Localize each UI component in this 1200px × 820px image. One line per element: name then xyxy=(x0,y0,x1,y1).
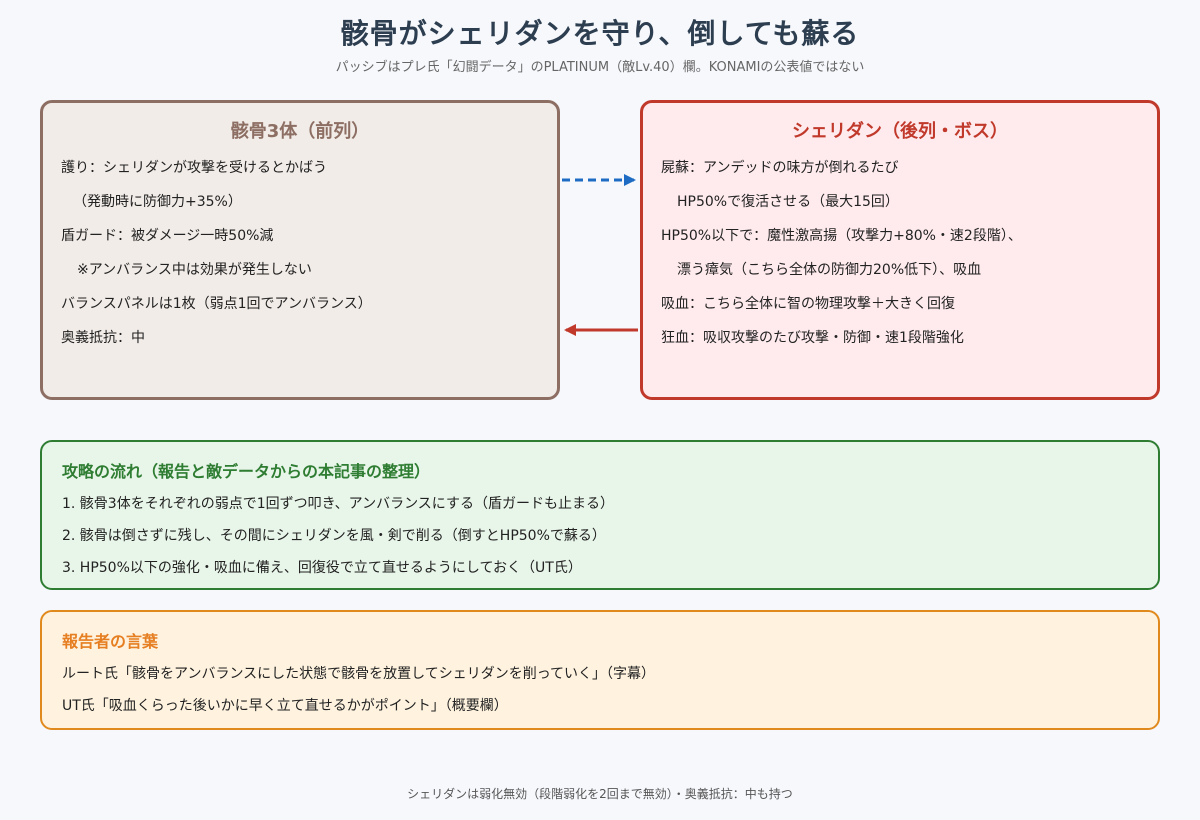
sheridan-line: 狂血：吸収攻撃のたび攻撃・防御・速1段階強化 xyxy=(661,330,964,346)
skeleton-panel: 骸骨3体（前列） 護り：シェリダンが攻撃を受けるとかばう （発動時に防御力+35… xyxy=(40,100,560,400)
page-title: 骸骨がシェリダンを守り、倒しても蘇る xyxy=(340,17,860,50)
sheridan-panel-title: シェリダン（後列・ボス） xyxy=(792,121,1008,142)
skeleton-line: 盾ガード：被ダメージ一時50%減 xyxy=(61,228,274,244)
sheridan-line: 吸血：こちら全体に智の物理攻撃＋大きく回復 xyxy=(661,296,955,312)
footer-note: シェリダンは弱化無効（段階弱化を2回まで無効）・奥義抵抗：中も持つ xyxy=(407,787,793,801)
strategy-step: 2. 骸骨は倒さずに残し、その間にシェリダンを風・剣で削る（倒すとHP50%で蘇… xyxy=(62,528,606,544)
page-subtitle: パッシブはプレ氏「幻闘データ」のPLATINUM（敵Lv.40）欄。KONAMI… xyxy=(335,60,865,75)
sheridan-line: HP50%以下で：魔性激高揚（攻撃力+80%・速2段階）、 xyxy=(661,228,1022,244)
quote-line: ルート氏「骸骨をアンバランスにした状態で骸骨を放置してシェリダンを削っていく」（… xyxy=(62,666,656,682)
skeleton-line: 奥義抵抗：中 xyxy=(61,330,145,346)
sheridan-line: 屍蘇：アンデッドの味方が倒れるたび xyxy=(661,160,899,176)
strategy-title: 攻略の流れ（報告と敵データからの本記事の整理） xyxy=(62,462,431,481)
skeleton-line: （発動時に防御力+35%） xyxy=(73,194,242,210)
reporter-quotes-panel: 報告者の言葉 ルート氏「骸骨をアンバランスにした状態で骸骨を放置してシェリダンを… xyxy=(40,610,1160,730)
strategy-panel: 攻略の流れ（報告と敵データからの本記事の整理） 1. 骸骨3体をそれぞれの弱点で… xyxy=(40,440,1160,590)
skeleton-panel-title: 骸骨3体（前列） xyxy=(230,121,370,142)
strategy-step: 1. 骸骨3体をそれぞれの弱点で1回ずつ叩き、アンバランスにする（盾ガードも止ま… xyxy=(62,496,614,512)
skeleton-line: バランスパネルは1枚（弱点1回でアンバランス） xyxy=(61,296,372,312)
skeleton-line: ※アンバランス中は効果が発生しない xyxy=(77,262,312,278)
strategy-step: 3. HP50%以下の強化・吸血に備え、回復役で立て直せるようにしておく（UT氏… xyxy=(62,560,582,576)
quote-line: UT氏「吸血くらった後いかに早く立て直せるかがポイント」（概要欄） xyxy=(62,698,508,714)
sheridan-line: 漂う瘴気（こちら全体の防御力20%低下）、吸血 xyxy=(677,262,982,278)
sheridan-line: HP50%で復活させる（最大15回） xyxy=(677,194,899,210)
skeleton-line: 護り：シェリダンが攻撃を受けるとかばう xyxy=(61,160,327,176)
sheridan-panel: シェリダン（後列・ボス） 屍蘇：アンデッドの味方が倒れるたび HP50%で復活さ… xyxy=(640,100,1160,400)
quotes-title: 報告者の言葉 xyxy=(62,632,159,651)
